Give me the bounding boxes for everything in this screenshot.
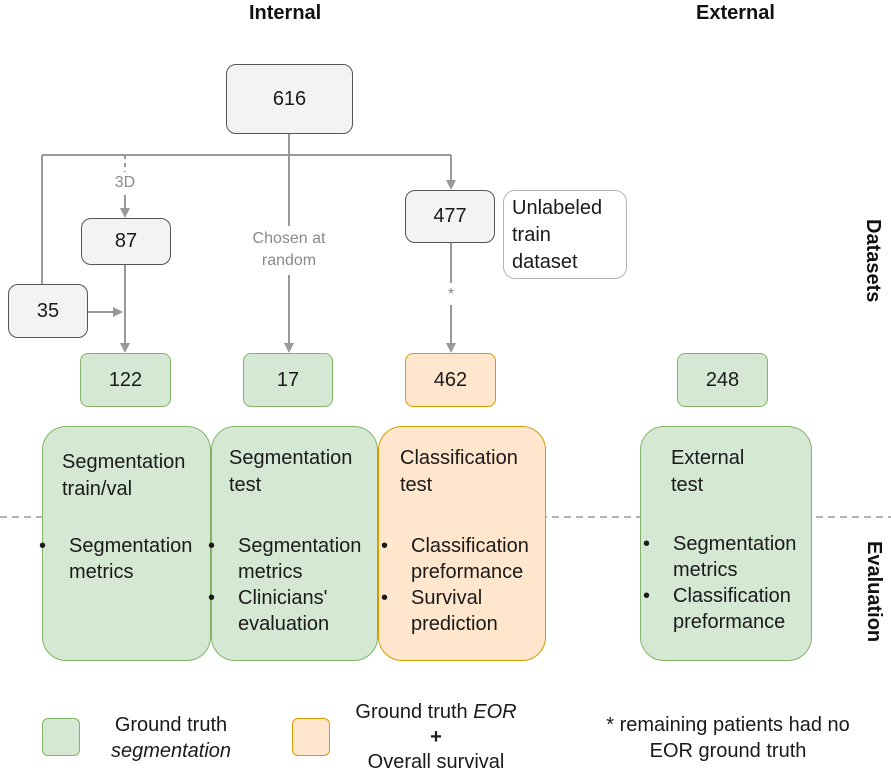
evaluation-side-label: Evaluation — [863, 541, 885, 643]
panel-title: Segmentation test — [229, 447, 353, 496]
node-87: 87 — [81, 218, 171, 265]
legend-note: * remaining patients had no EOR ground t… — [606, 714, 850, 762]
internal-header: Internal — [249, 2, 322, 24]
legend-swatch-green — [42, 718, 80, 756]
panel-external-test: External test Segmentation metrics Class… — [640, 426, 812, 661]
node-17: 17 — [243, 353, 333, 407]
bullet-item: Classification preformance — [643, 583, 833, 635]
bullet-item: Segmentation metrics — [39, 533, 209, 585]
panel-title: Segmentation train/val — [62, 451, 186, 500]
external-header: External — [696, 2, 775, 24]
panel-bullets: Classification preformance Survival pred… — [381, 533, 561, 637]
node-248: 248 — [677, 353, 768, 407]
node-477: 477 — [405, 190, 495, 243]
legend-label-orange: Ground truth EOR + Overall survival — [355, 701, 517, 773]
panel-segmentation-test: Segmentation test Segmentation metrics C… — [208, 426, 378, 661]
bullet-item: Survival prediction — [381, 585, 561, 637]
node-122: 122 — [80, 353, 171, 407]
node-616: 616 — [226, 64, 353, 134]
panel-bullets: Segmentation metrics — [39, 533, 209, 585]
unlabeled-train-dataset-note: Unlabeled train dataset — [503, 190, 627, 279]
edge-label-chosen-at-random: Chosen at random — [252, 230, 326, 269]
panel-title: External test — [671, 447, 745, 496]
bullet-item: Clinicians' evaluation — [208, 585, 388, 637]
panel-segmentation-train-val: Segmentation train/val Segmentation metr… — [39, 426, 211, 661]
bullet-item: Segmentation metrics — [643, 531, 833, 583]
bullet-item: Classification preformance — [381, 533, 561, 585]
panel-title: Classification test — [400, 447, 518, 496]
datasets-side-label: Datasets — [862, 219, 884, 303]
edge-label-asterisk: * — [447, 286, 455, 303]
panel-classification-test: Classification test Classification prefo… — [378, 426, 546, 661]
node-35: 35 — [8, 284, 88, 338]
bullet-item: Segmentation metrics — [208, 533, 388, 585]
legend-swatch-orange — [292, 718, 330, 756]
panel-bullets: Segmentation metrics Clinicians' evaluat… — [208, 533, 388, 637]
node-462: 462 — [405, 353, 496, 407]
edge-label-3d: 3D — [114, 174, 136, 191]
legend-label-green: Ground truth segmentation — [110, 714, 232, 762]
panel-bullets: Segmentation metrics Classification pref… — [643, 531, 833, 635]
